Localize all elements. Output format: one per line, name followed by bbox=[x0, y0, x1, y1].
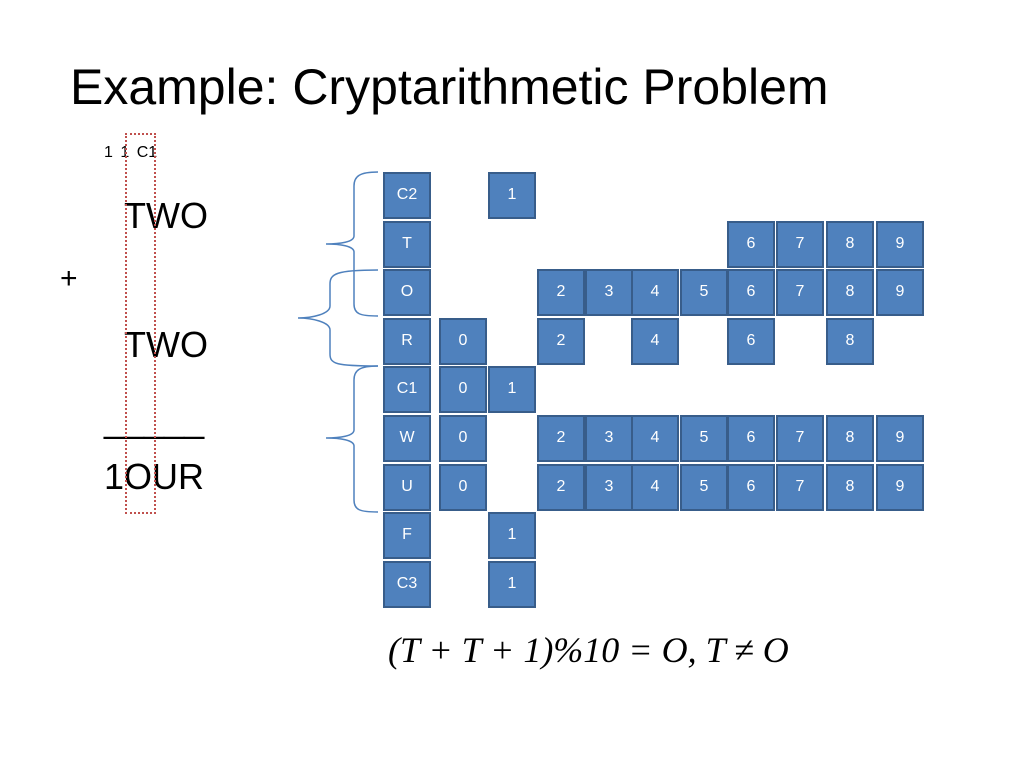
domain-cell-r-0: 0 bbox=[439, 317, 487, 365]
domain-cell-u-2: 2 bbox=[537, 463, 585, 511]
domain-cell-u-7: 7 bbox=[776, 463, 824, 511]
variable-cell-f: F bbox=[383, 512, 431, 560]
plus-operator: + bbox=[60, 262, 78, 295]
domain-cell-o-8: 8 bbox=[826, 269, 874, 317]
domain-cell-t-8: 8 bbox=[826, 220, 874, 268]
domain-cell-u-3: 3 bbox=[585, 463, 633, 511]
carry-column-highlight bbox=[125, 133, 156, 514]
brace-c1-w-u-f bbox=[325, 365, 379, 513]
domain-cell-w-4: 4 bbox=[631, 415, 679, 462]
domain-cell-f-1: 1 bbox=[488, 512, 536, 560]
domain-cell-o-2: 2 bbox=[537, 269, 585, 317]
slide-title: Example: Cryptarithmetic Problem bbox=[70, 59, 829, 115]
domain-cell-o-9: 9 bbox=[876, 269, 924, 317]
domain-cell-t-6: 6 bbox=[727, 220, 775, 268]
variable-cell-r: R bbox=[383, 317, 431, 365]
constraint-equation: (T + T + 1)%10 = O, T ≠ O bbox=[388, 630, 789, 670]
variable-cell-w: W bbox=[383, 415, 431, 462]
domain-cell-t-9: 9 bbox=[876, 220, 924, 268]
domain-cell-u-6: 6 bbox=[727, 463, 775, 511]
domain-cell-u-9: 9 bbox=[876, 463, 924, 511]
brace-c2-t-o bbox=[325, 171, 379, 317]
domain-cell-u-4: 4 bbox=[631, 463, 679, 511]
domain-cell-w-0: 0 bbox=[439, 415, 487, 462]
domain-cell-c1-1: 1 bbox=[488, 366, 536, 414]
domain-cell-u-5: 5 bbox=[680, 463, 728, 511]
domain-cell-c1-0: 0 bbox=[439, 366, 487, 414]
variable-cell-t: T bbox=[383, 220, 431, 268]
brace-t-o-r bbox=[297, 269, 379, 367]
domain-cell-w-6: 6 bbox=[727, 415, 775, 462]
domain-cell-w-8: 8 bbox=[826, 415, 874, 462]
domain-cell-w-5: 5 bbox=[680, 415, 728, 462]
domain-cell-c2-1: 1 bbox=[488, 172, 536, 219]
domain-cell-c3-1: 1 bbox=[488, 560, 536, 608]
domain-cell-r-4: 4 bbox=[631, 317, 679, 365]
variable-cell-c1: C1 bbox=[383, 366, 431, 414]
variable-cell-c2: C2 bbox=[383, 172, 431, 219]
domain-cell-u-8: 8 bbox=[826, 463, 874, 511]
variable-cell-c3: C3 bbox=[383, 560, 431, 608]
domain-cell-r-6: 6 bbox=[727, 317, 775, 365]
domain-cell-w-7: 7 bbox=[776, 415, 824, 462]
domain-cell-o-7: 7 bbox=[776, 269, 824, 317]
domain-cell-w-3: 3 bbox=[585, 415, 633, 462]
domain-cell-r-8: 8 bbox=[826, 317, 874, 365]
domain-cell-w-2: 2 bbox=[537, 415, 585, 462]
variable-cell-o: O bbox=[383, 269, 431, 317]
addend-two: TWO bbox=[124, 324, 208, 365]
domain-cell-o-3: 3 bbox=[585, 269, 633, 317]
domain-cell-w-9: 9 bbox=[876, 415, 924, 462]
domain-cell-o-6: 6 bbox=[727, 269, 775, 317]
addend-one: TWO bbox=[124, 195, 208, 236]
domain-cell-r-2: 2 bbox=[537, 317, 585, 365]
domain-cell-o-4: 4 bbox=[631, 269, 679, 317]
domain-cell-o-5: 5 bbox=[680, 269, 728, 317]
domain-cell-t-7: 7 bbox=[776, 220, 824, 268]
variable-cell-u: U bbox=[383, 463, 431, 511]
domain-cell-u-0: 0 bbox=[439, 463, 487, 511]
carry-row: 1 1 C1 bbox=[104, 144, 158, 161]
